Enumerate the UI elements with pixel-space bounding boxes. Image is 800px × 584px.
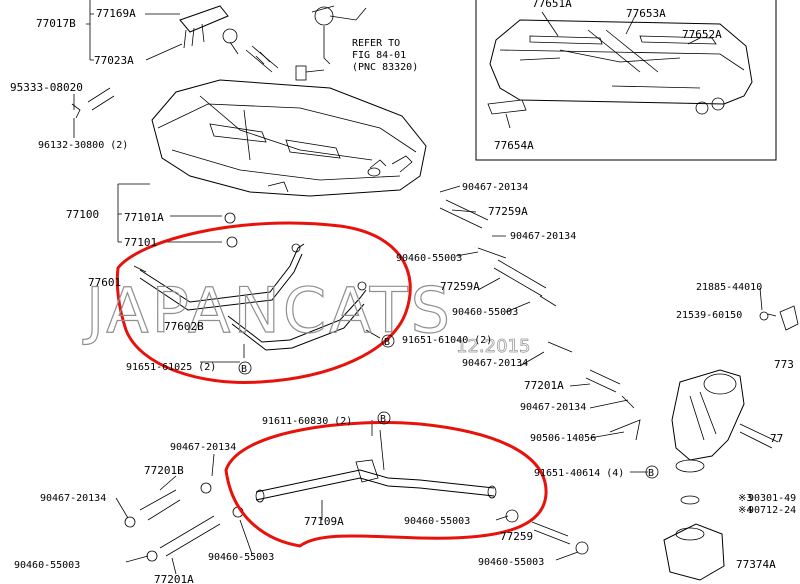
part-label[interactable]: 90506-14056 (530, 433, 596, 444)
filler-neck (671, 305, 799, 505)
part-label[interactable]: 90467-20134 (170, 442, 236, 453)
part-label[interactable]: 90301-49 (748, 493, 796, 504)
callout-b-letter: B (384, 337, 390, 348)
part-label[interactable]: 77101A (124, 211, 164, 224)
callout-b-letter: B (241, 364, 247, 375)
part-label[interactable]: 91651-61040 (2) (402, 335, 492, 346)
part-label[interactable]: 95333-08020 (10, 81, 83, 94)
tank-straps (133, 212, 367, 351)
part-label[interactable]: 21885-44010 (696, 282, 762, 293)
part-label[interactable]: 77023A (94, 54, 134, 67)
part-label[interactable]: 90460-55003 (404, 516, 470, 527)
part-label[interactable]: 77169A (96, 7, 136, 20)
fuel-tank (151, 79, 427, 197)
part-label[interactable]: 77651A (532, 0, 572, 10)
refer-note-line1: REFER TO (352, 38, 400, 49)
part-label[interactable]: 90460-55003 (14, 560, 80, 571)
part-labels: 77017B 77169A 77023A 95333-08020 96132-3… (10, 0, 796, 584)
refer-note-line3: (PNC 83320) (352, 62, 418, 73)
leader-lines (73, 0, 777, 575)
part-label[interactable]: 21539-60150 (676, 310, 742, 321)
watermark-date: 12.2015 (456, 336, 530, 357)
callout-b-markers: B B B B ※3 ※4 (238, 334, 752, 516)
callout-b (238, 361, 252, 375)
part-label[interactable]: 773 (774, 358, 794, 371)
part-label[interactable]: 96132-30800 (2) (38, 140, 128, 151)
note-mark-4: ※4 (738, 505, 752, 516)
part-label[interactable]: 90467-20134 (462, 358, 528, 369)
part-label[interactable]: 77109A (304, 515, 344, 528)
part-label[interactable]: 90460-55003 (478, 557, 544, 568)
part-label[interactable]: 90460-55003 (396, 253, 462, 264)
part-label[interactable]: 90467-20134 (462, 182, 528, 193)
refer-note-line2[interactable]: FIG 84-01 (352, 50, 406, 61)
part-label[interactable]: 77374A (736, 558, 776, 571)
fuel-sender (179, 5, 279, 73)
part-label[interactable]: 77201A (524, 379, 564, 392)
watermark-text: JAPANCATS (82, 274, 453, 347)
part-label[interactable]: 90460-55003 (208, 552, 274, 563)
callout-b (645, 465, 659, 479)
part-label[interactable]: 77101 (124, 236, 157, 249)
part-label[interactable]: 90467-20134 (510, 231, 576, 242)
callout-b-letter: B (380, 414, 386, 425)
fuel-gauge-unit (295, 5, 367, 81)
part-label[interactable]: 90467-20134 (40, 493, 106, 504)
note-mark-3: ※3 (738, 493, 752, 504)
bottom-pipe (124, 429, 725, 581)
part-label[interactable]: 77602B (164, 320, 204, 333)
part-label[interactable]: 77601 (88, 276, 121, 289)
part-label[interactable]: 77259A (488, 205, 528, 218)
part-label[interactable]: 77259A (440, 280, 480, 293)
part-label[interactable]: 77 (770, 432, 783, 445)
left-hose (71, 87, 115, 119)
part-label[interactable]: 91651-40614 (4) (534, 468, 624, 479)
part-label[interactable]: 77100 (66, 208, 99, 221)
part-label[interactable]: 77652A (682, 28, 722, 41)
part-label[interactable]: 91651-61025 (2) (126, 362, 216, 373)
inset-panel (475, 0, 777, 161)
callout-b (381, 334, 395, 348)
part-label[interactable]: 91611-60830 (2) (262, 416, 352, 427)
part-label[interactable]: 77201A (154, 573, 194, 584)
highlight-marks (115, 221, 548, 548)
part-label[interactable]: 90712-24 (748, 505, 796, 516)
part-label[interactable]: 77017B (36, 17, 76, 30)
callout-b-letter: B (648, 468, 654, 479)
part-label[interactable]: 90467-20134 (520, 402, 586, 413)
part-label[interactable]: 77259 (500, 530, 533, 543)
right-hoses (439, 199, 641, 441)
callout-b (377, 411, 391, 425)
part-label[interactable]: 77654A (494, 139, 534, 152)
part-label[interactable]: 77653A (626, 7, 666, 20)
part-label[interactable]: 77201B (144, 464, 184, 477)
part-label[interactable]: 90460-55003 (452, 307, 518, 318)
